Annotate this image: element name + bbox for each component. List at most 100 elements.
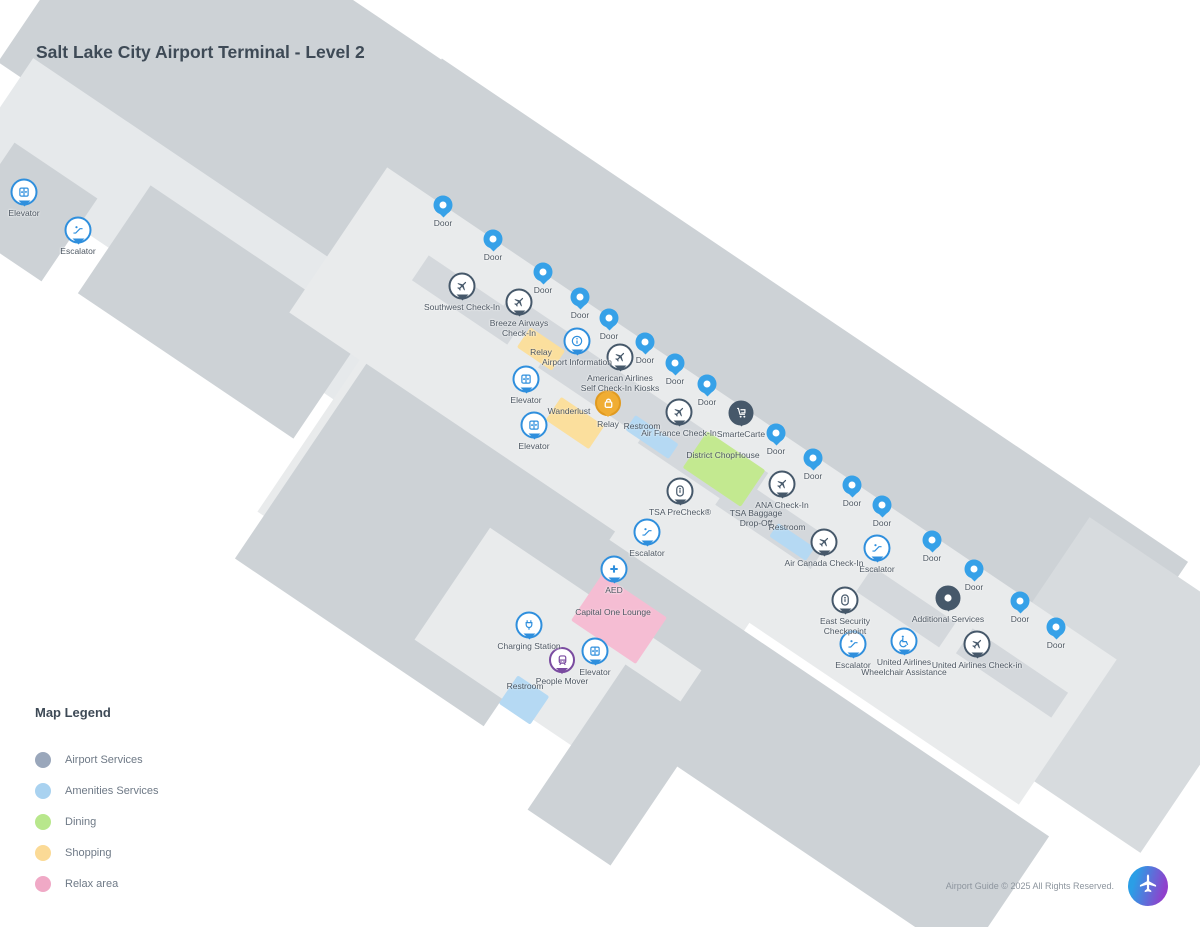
marker-label: Airport Information bbox=[542, 357, 612, 367]
footer: Airport Guide © 2025 All Rights Reserved… bbox=[946, 866, 1168, 906]
label-capital-one-lounge: Capital One Lounge bbox=[575, 606, 651, 617]
shopping-bag-icon bbox=[595, 390, 621, 416]
marker-label: Door bbox=[1010, 614, 1030, 624]
door-dot-icon bbox=[599, 308, 619, 328]
marker-label: Southwest Check-In bbox=[423, 302, 501, 312]
marker-label: Door bbox=[842, 498, 862, 508]
label-restroom-1: Restroom bbox=[623, 420, 661, 431]
label-wanderlust: Wanderlust bbox=[547, 405, 591, 416]
label-restroom-2: Restroom bbox=[768, 521, 806, 532]
marker-label: Door bbox=[766, 446, 786, 456]
door-dot-icon bbox=[872, 495, 892, 515]
marker-label: Escalator bbox=[835, 660, 871, 670]
info-icon bbox=[563, 327, 591, 355]
dot-icon bbox=[935, 585, 961, 611]
legend-swatch bbox=[35, 782, 51, 799]
marker-label: Breeze Airways Check-In bbox=[489, 318, 549, 339]
marker-label: Door bbox=[570, 310, 590, 320]
escalator-icon bbox=[839, 630, 867, 658]
luggage-cart-icon bbox=[728, 400, 754, 426]
airport-guide-logo bbox=[1128, 866, 1168, 906]
marker-label: American Airlines Self Check-In Kiosks bbox=[580, 373, 660, 394]
escalator-icon bbox=[64, 216, 92, 244]
legend-swatch bbox=[35, 875, 51, 892]
door-dot-icon bbox=[635, 332, 655, 352]
legend-item-dining: Dining bbox=[35, 806, 159, 837]
marker-label: Door bbox=[483, 252, 503, 262]
marker-label: Air Canada Check-In bbox=[784, 558, 864, 568]
marker-label: Elevator bbox=[8, 208, 40, 218]
escalator-icon bbox=[863, 534, 891, 562]
marker-label: Elevator bbox=[579, 667, 611, 677]
door-dot-icon bbox=[433, 195, 453, 215]
door-dot-icon bbox=[1010, 591, 1030, 611]
body-scanner-icon bbox=[666, 477, 694, 505]
wheelchair-icon bbox=[890, 627, 918, 655]
legend-swatch bbox=[35, 813, 51, 830]
marker-label: Door bbox=[533, 285, 553, 295]
elevator-icon bbox=[520, 411, 548, 439]
label-tsa-baggage-dropoff: TSA Baggage Drop-Off bbox=[729, 507, 783, 528]
marker-label: Door bbox=[964, 582, 984, 592]
legend-swatch bbox=[35, 844, 51, 861]
legend-item-shopping: Shopping bbox=[35, 837, 159, 868]
door-dot-icon bbox=[483, 229, 503, 249]
marker-label: Door bbox=[635, 355, 655, 365]
elevator-icon bbox=[512, 365, 540, 393]
marker-label: Charging Station bbox=[497, 641, 561, 651]
aed-cross-icon bbox=[600, 555, 628, 583]
marker-label: Escalator bbox=[859, 564, 895, 574]
marker-label: United Airlines Wheelchair Assistance bbox=[861, 657, 947, 678]
charging-plug-icon bbox=[515, 611, 543, 639]
legend-item-airport-services: Airport Services bbox=[35, 744, 159, 775]
marker-label: ANA Check-In bbox=[755, 500, 809, 510]
marker-label: United Airlines Check-in bbox=[931, 660, 1023, 670]
door-dot-icon bbox=[803, 448, 823, 468]
airplane-icon bbox=[505, 288, 533, 316]
legend-item-amenities-services: Amenities Services bbox=[35, 775, 159, 806]
marker-label: Door bbox=[599, 331, 619, 341]
door-dot-icon bbox=[533, 262, 553, 282]
legend-label: Amenities Services bbox=[65, 784, 159, 797]
marker-label: Door bbox=[803, 471, 823, 481]
marker-label: People Mover bbox=[535, 676, 589, 686]
marker-label: Additional Services bbox=[911, 614, 985, 624]
marker-label: AED bbox=[605, 585, 623, 595]
marker-label: Door bbox=[922, 553, 942, 563]
marker-label: Door bbox=[665, 376, 685, 386]
legend-item-relax-area: Relax area bbox=[35, 868, 159, 899]
legend-heading: Map Legend bbox=[35, 705, 111, 720]
marker-label: Escalator bbox=[60, 246, 96, 256]
marker-label: Elevator bbox=[518, 441, 550, 451]
marker-label: Door bbox=[433, 218, 453, 228]
door-dot-icon bbox=[697, 374, 717, 394]
legend-label: Airport Services bbox=[65, 753, 143, 766]
airplane-icon bbox=[665, 398, 693, 426]
door-dot-icon bbox=[964, 559, 984, 579]
door-dot-icon bbox=[570, 287, 590, 307]
door-dot-icon bbox=[665, 353, 685, 373]
marker-label: Door bbox=[697, 397, 717, 407]
door-dot-icon bbox=[1046, 617, 1066, 637]
airplane-icon bbox=[963, 630, 991, 658]
airplane-icon bbox=[606, 343, 634, 371]
door-dot-icon bbox=[922, 530, 942, 550]
label-relay-shop: Relay bbox=[530, 346, 552, 357]
marker-label: Air France Check-In bbox=[641, 428, 717, 438]
marker-label: Escalator bbox=[629, 548, 665, 558]
elevator-icon bbox=[10, 178, 38, 206]
marker-label: East Security Checkpoint bbox=[819, 616, 871, 637]
label-restroom-3: Restroom bbox=[506, 680, 544, 691]
door-dot-icon bbox=[766, 423, 786, 443]
airplane-icon bbox=[810, 528, 838, 556]
plane-icon bbox=[1137, 873, 1159, 900]
legend-swatch bbox=[35, 751, 51, 768]
marker-label: Relay bbox=[597, 419, 619, 429]
airplane-icon bbox=[768, 470, 796, 498]
body-scanner-icon bbox=[831, 586, 859, 614]
label-district-chophouse: District ChopHouse bbox=[686, 449, 760, 460]
page-title: Salt Lake City Airport Terminal - Level … bbox=[36, 41, 365, 62]
marker-label: Door bbox=[1046, 640, 1066, 650]
